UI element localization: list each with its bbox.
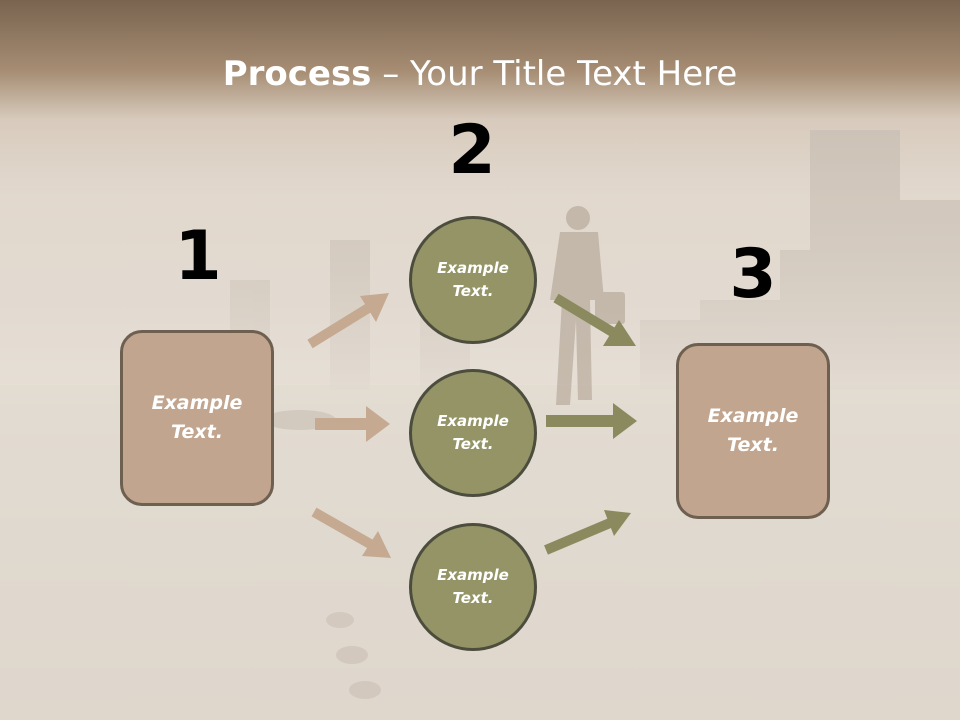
arrow-left-mid: [315, 406, 390, 442]
footprints: [264, 410, 381, 699]
arrow-right-down: [544, 510, 631, 555]
title-bold: Process: [222, 54, 372, 94]
step-3-box: Example Text.: [676, 343, 830, 519]
middle-node-1: Example Text.: [409, 216, 537, 344]
arrow-right-up: [553, 293, 636, 346]
arrow-left-down: [311, 507, 391, 558]
step-number-1: 1: [174, 217, 222, 296]
step-number-3: 3: [729, 235, 777, 314]
middle-node-2: Example Text.: [409, 369, 537, 497]
arrow-left-up: [307, 293, 389, 349]
step-1-box: Example Text.: [120, 330, 274, 506]
step-number-2: 2: [448, 111, 496, 190]
walker-silhouette: [550, 206, 625, 405]
title-rest: – Your Title Text Here: [371, 54, 738, 94]
slide-title: Process – Your Title Text Here: [0, 52, 960, 96]
arrow-right-mid: [546, 403, 637, 439]
middle-node-3: Example Text.: [409, 523, 537, 651]
